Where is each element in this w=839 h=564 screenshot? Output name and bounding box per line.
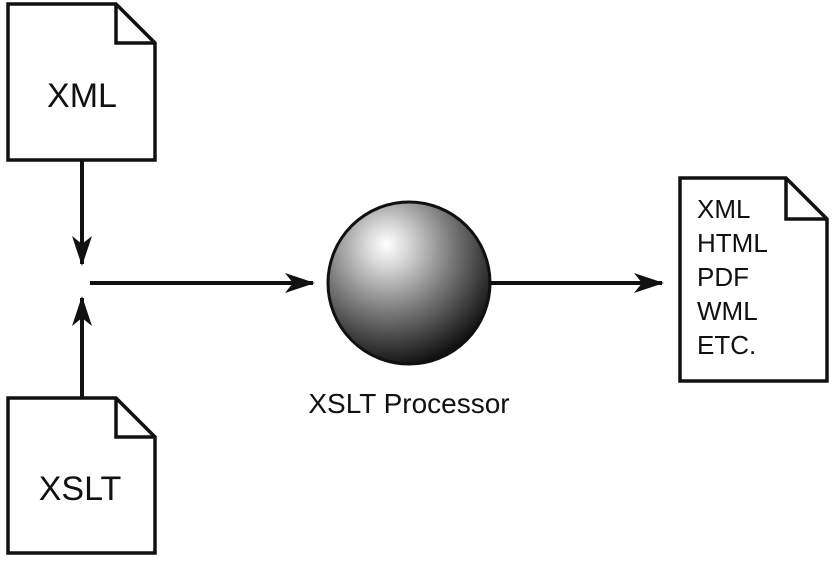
xslt-document-fold [114, 398, 155, 439]
output-format-etc: ETC. [697, 330, 756, 360]
xml-document-fold [114, 4, 155, 45]
processor-sphere-icon [326, 200, 492, 366]
processor-label: XSLT Processor [308, 388, 509, 419]
output-document: XML HTML PDF WML ETC. [678, 176, 829, 383]
output-document-shape [678, 176, 829, 383]
output-format-wml: WML [697, 296, 758, 326]
xslt-input-label: XSLT [39, 470, 122, 508]
output-format-pdf: PDF [697, 262, 749, 292]
output-document-fold [784, 178, 827, 221]
xslt-processor: XSLT Processor [308, 200, 510, 419]
xslt-input-document: XSLT [6, 396, 157, 555]
xml-input-document: XML [6, 2, 157, 162]
output-format-html: HTML [697, 228, 768, 258]
output-format-xml: XML [697, 194, 750, 224]
xml-input-label: XML [47, 77, 117, 115]
